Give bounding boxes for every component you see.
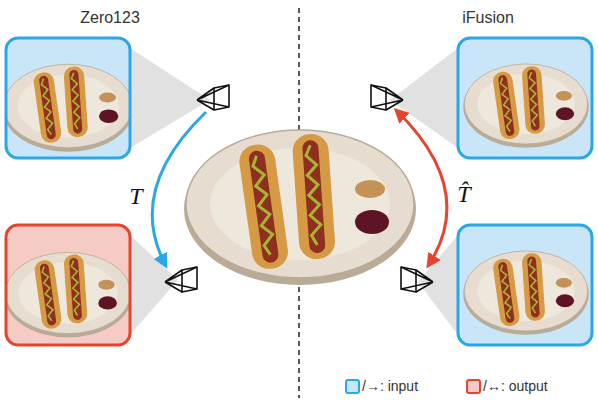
legend-entry: /↔: output [466, 378, 548, 394]
transform-arrow [152, 112, 206, 266]
input-view-image [2, 38, 133, 158]
legend-text: /↔: output [483, 378, 548, 394]
projection-wedge [130, 48, 210, 148]
legend-entry: /→: input [345, 378, 418, 394]
transform-arrow [396, 110, 447, 266]
transform-symbol: T̂ [457, 181, 470, 208]
camera-icon [165, 267, 197, 292]
legend-swatch [466, 379, 481, 394]
method-title: Zero123 [80, 9, 140, 27]
method-title: iFusion [462, 9, 514, 27]
center-object [184, 130, 416, 285]
input-view-image [458, 38, 592, 158]
output-view-image [4, 225, 132, 345]
transform-symbol: T [129, 183, 142, 210]
legend-text: /→: input [362, 378, 418, 394]
camera-icon [401, 267, 433, 292]
input-view-image [458, 225, 592, 345]
camera-icon [197, 85, 229, 110]
legend-swatch [345, 379, 360, 394]
camera-icon [371, 85, 403, 110]
